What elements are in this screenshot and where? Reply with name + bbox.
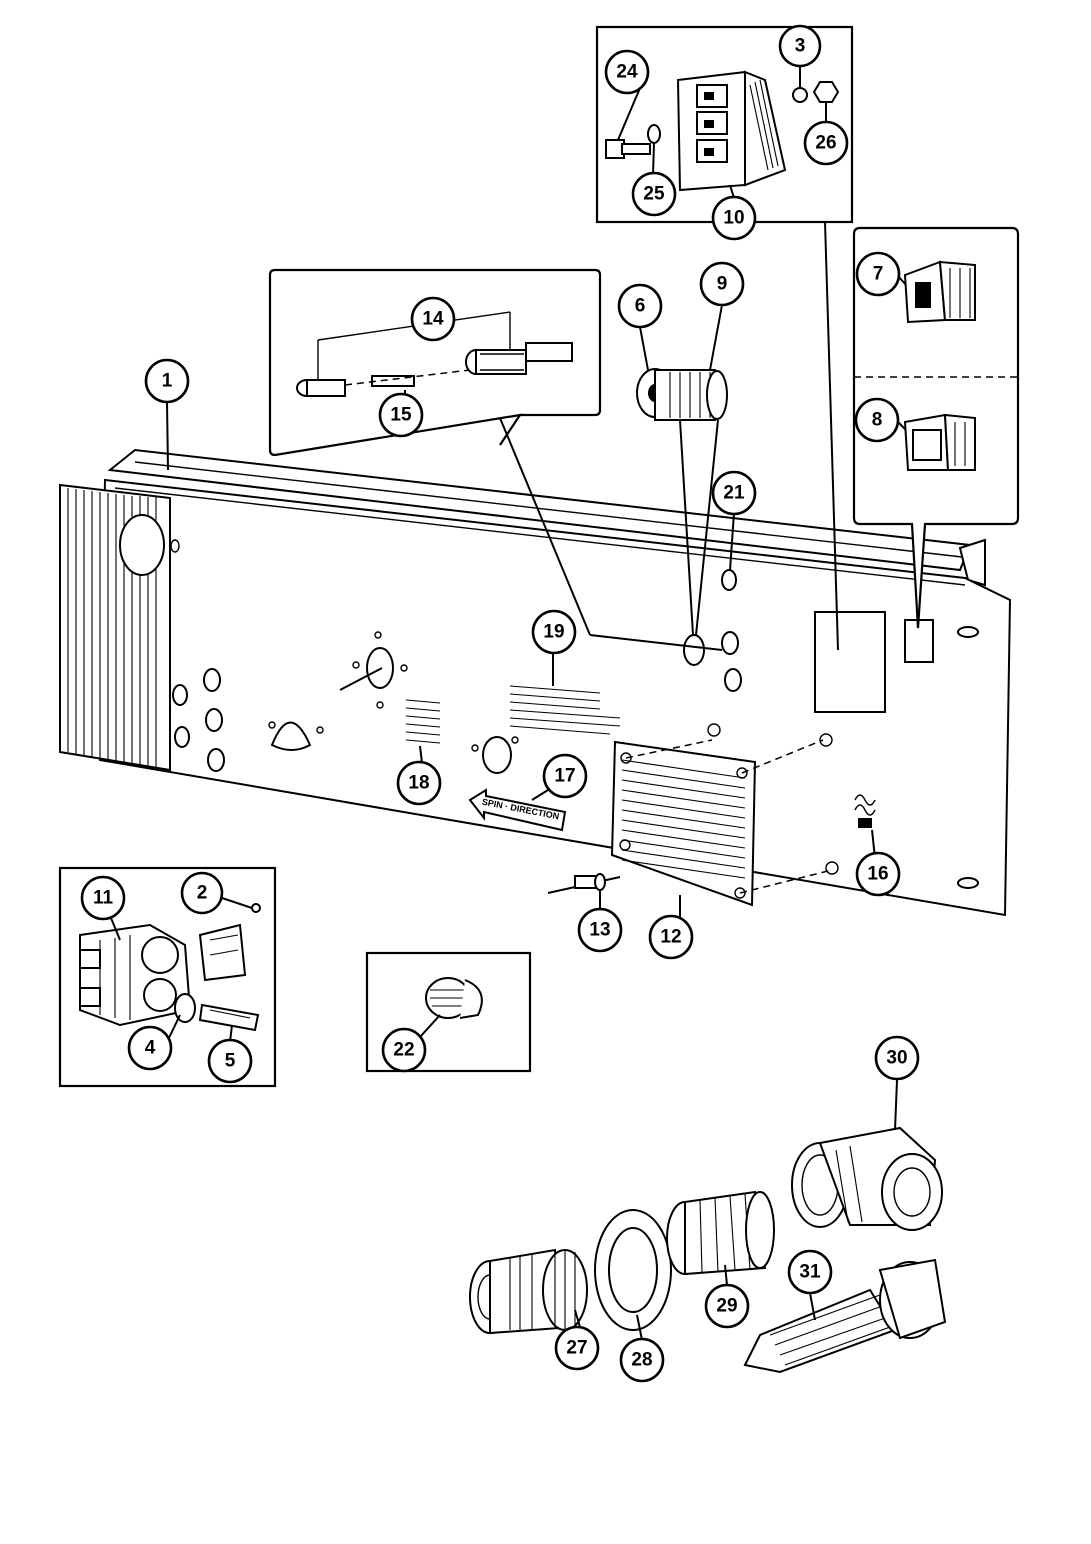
callout-label: 3 (795, 36, 806, 57)
control-panel: SPIN · DIRECTION (59, 448, 1012, 917)
callout-30: 30 (874, 1035, 920, 1081)
instruction-text-block-19 (509, 685, 621, 735)
callout-label: 29 (716, 1296, 737, 1317)
callout-label: 24 (616, 62, 638, 83)
callout-15: 15 (378, 392, 424, 438)
grille-plate (610, 740, 757, 907)
callout-label: 8 (872, 410, 883, 431)
callout-label: 16 (867, 864, 888, 885)
callout-label: 10 (723, 208, 744, 229)
callout-29: 29 (704, 1283, 750, 1329)
callout-11: 11 (80, 875, 126, 921)
inset-rocker-switches (852, 226, 1020, 629)
callout-label: 9 (717, 274, 728, 295)
heat-sink-fins (67, 488, 157, 768)
callout-label: 6 (635, 296, 646, 317)
callout-25: 25 (631, 171, 677, 217)
callout-3: 3 (778, 24, 822, 68)
callout-5: 5 (207, 1038, 253, 1084)
screw (547, 873, 621, 894)
callout-label: 12 (660, 927, 681, 948)
callout-12: 12 (648, 914, 694, 960)
callout-18: 18 (396, 760, 442, 806)
callout-10: 10 (711, 195, 757, 241)
heat-warning-symbol (854, 794, 876, 828)
plumbing-fittings (469, 1126, 947, 1374)
callout-label: 4 (145, 1038, 156, 1059)
callout-24: 24 (604, 49, 650, 95)
callout-19: 19 (531, 609, 577, 655)
callout-label: 11 (93, 888, 114, 909)
callout-2: 2 (180, 871, 224, 915)
callout-label: 13 (589, 920, 610, 941)
callout-6: 6 (617, 283, 663, 329)
callout-label: 30 (886, 1048, 907, 1069)
callout-label: 5 (225, 1051, 236, 1072)
callout-27: 27 (554, 1325, 600, 1371)
callout-21: 21 (711, 470, 757, 516)
callout-26: 26 (803, 120, 849, 166)
callout-label: 25 (643, 184, 665, 205)
callout-label: 26 (815, 133, 836, 154)
callout-label: 21 (723, 483, 745, 504)
callout-label: 15 (390, 405, 412, 426)
callout-label: 31 (799, 1262, 821, 1283)
callout-16: 16 (855, 851, 901, 897)
callout-28: 28 (619, 1337, 665, 1383)
callout-1: 1 (144, 358, 190, 404)
inset-knob-cap (365, 951, 532, 1073)
callout-17: 17 (542, 753, 588, 799)
callout-label: 14 (422, 309, 444, 330)
callout-13: 13 (577, 907, 623, 953)
callout-31: 31 (787, 1249, 833, 1295)
callout-14: 14 (410, 296, 456, 342)
callout-label: 27 (566, 1338, 587, 1359)
callout-8: 8 (854, 397, 900, 443)
callout-label: 22 (393, 1040, 414, 1061)
callout-22: 22 (381, 1027, 427, 1073)
callout-label: 19 (543, 622, 564, 643)
knob-assembly (636, 368, 728, 636)
inset-fuse-holder (268, 268, 723, 651)
callout-label: 2 (197, 883, 208, 904)
callout-label: 7 (873, 264, 884, 285)
callout-label: 18 (408, 773, 429, 794)
callout-label: 28 (631, 1350, 652, 1371)
callout-7: 7 (855, 251, 901, 297)
callout-4: 4 (127, 1025, 173, 1071)
callout-label: 1 (162, 371, 173, 392)
instruction-text-block-18 (405, 699, 441, 744)
callout-9: 9 (699, 261, 745, 307)
callout-label: 17 (554, 766, 575, 787)
